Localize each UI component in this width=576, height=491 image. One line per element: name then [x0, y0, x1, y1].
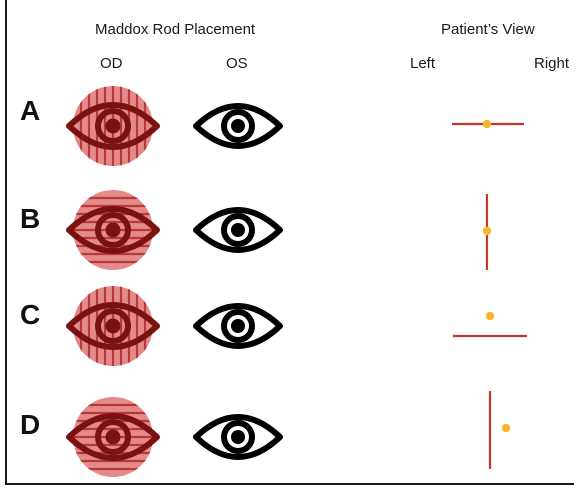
left-label: Left	[410, 55, 435, 72]
patient-view-c	[445, 275, 535, 375]
view-title: Patient’s View	[441, 21, 535, 38]
eye-os-a	[190, 96, 286, 156]
row-label-a: A	[20, 95, 40, 127]
right-label: Right	[534, 55, 569, 72]
light-spot-b	[483, 227, 491, 235]
od-label: OD	[100, 55, 123, 72]
maddox-rod-vertical-od-a	[65, 86, 161, 166]
eye-os-c	[190, 296, 286, 356]
os-label: OS	[226, 55, 248, 72]
row-label-c: C	[20, 299, 40, 331]
patient-view-a	[445, 75, 535, 175]
row-label-d: D	[20, 409, 40, 441]
light-spot-a	[483, 120, 491, 128]
row-label-b: B	[20, 203, 40, 235]
maddox-rod-horizontal-od-d	[65, 397, 161, 477]
eye-os-d	[190, 407, 286, 467]
light-spot-c	[486, 312, 494, 320]
maddox-rod-vertical-od-c	[65, 286, 161, 366]
placement-title: Maddox Rod Placement	[95, 21, 255, 38]
patient-view-d	[445, 385, 535, 485]
light-spot-d	[502, 424, 510, 432]
eye-os-b	[190, 200, 286, 260]
patient-view-b	[445, 180, 535, 280]
maddox-rod-horizontal-od-b	[65, 190, 161, 270]
